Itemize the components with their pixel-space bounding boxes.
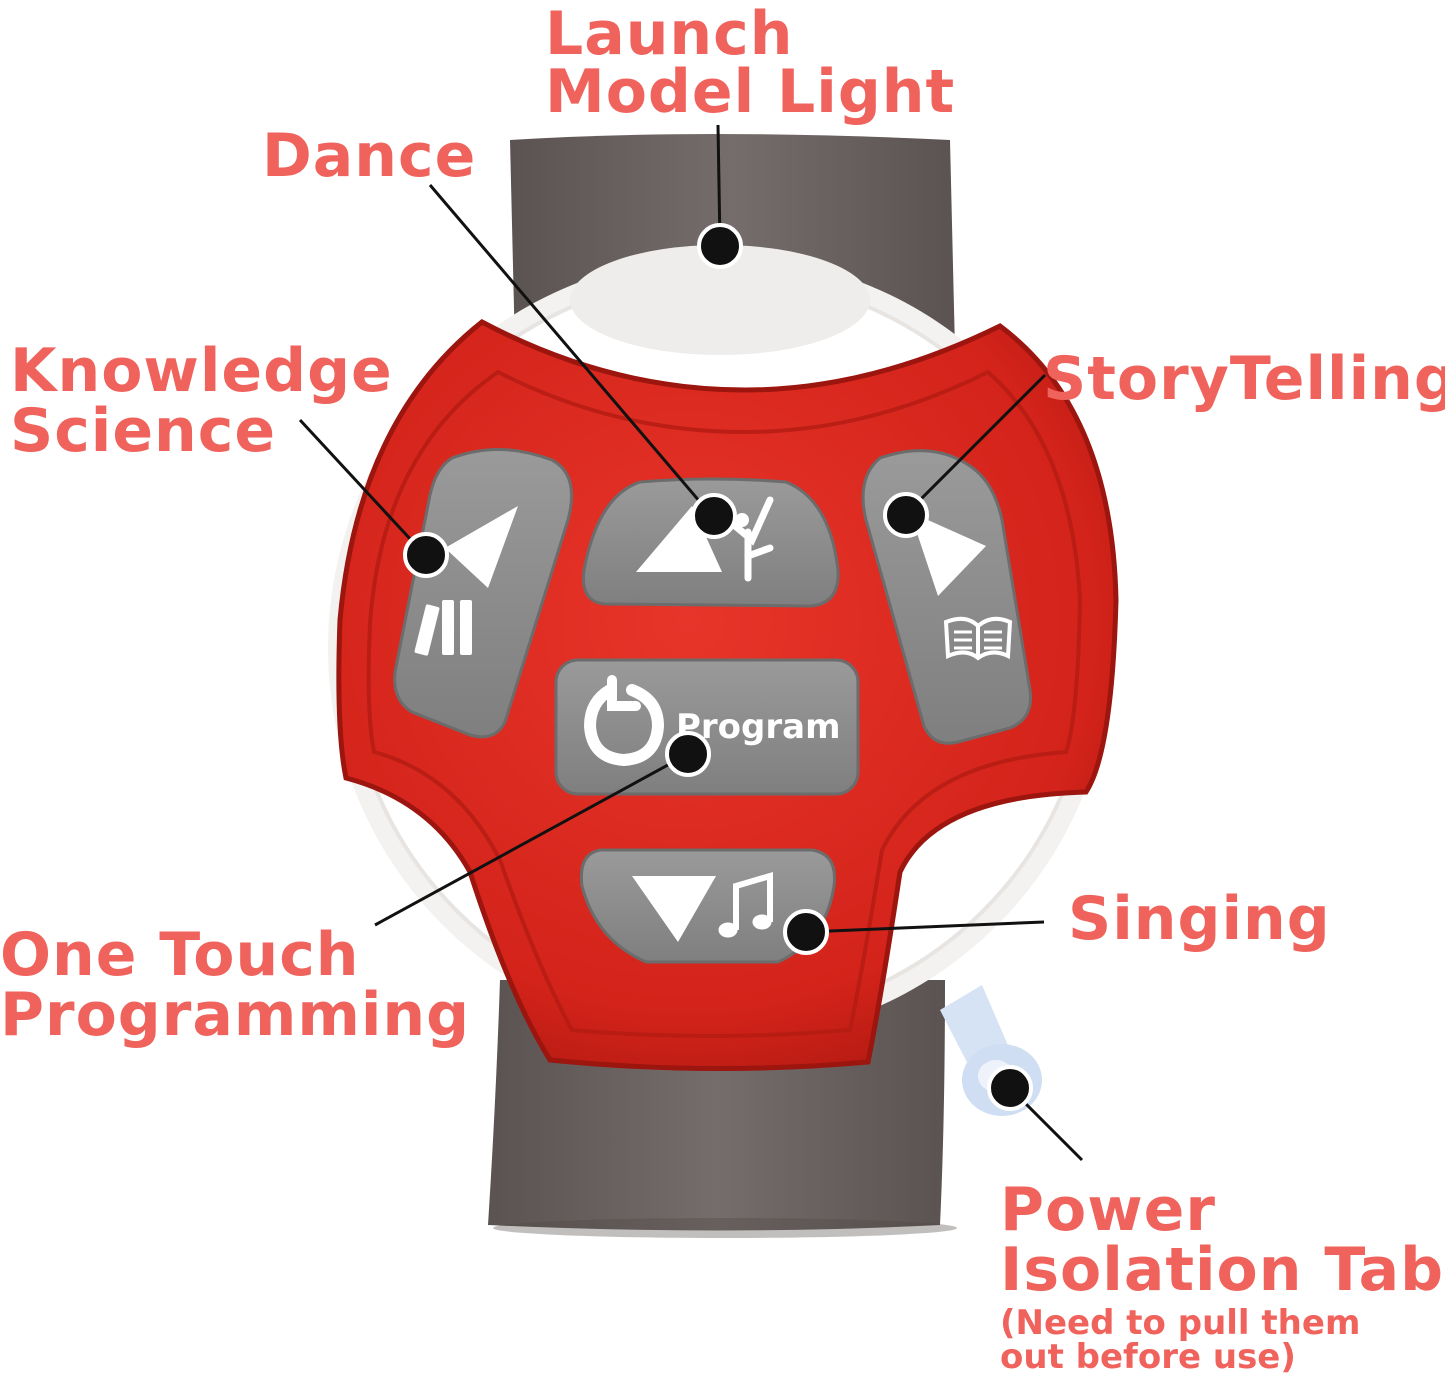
one-touch-programming-label: One Touch Programming: [0, 925, 470, 1045]
knowledge-science-label: Knowledge Science: [10, 341, 393, 461]
note-line: out before use): [1000, 1337, 1296, 1377]
callout-dot-singing: [783, 909, 829, 955]
label-line: Programming: [0, 980, 471, 1050]
note-line: (Need to pull them: [1000, 1303, 1361, 1343]
label-line: StoryTelling: [1043, 344, 1445, 414]
callout-dot-knowledge: [403, 532, 449, 578]
storytelling-label: StoryTelling: [1043, 349, 1445, 409]
dance-label: Dance: [262, 126, 476, 186]
label-line: Power: [1000, 1175, 1216, 1245]
dance-button[interactable]: [581, 477, 840, 608]
callout-dot-power: [987, 1065, 1033, 1111]
callout-dot-launch: [697, 223, 743, 269]
label-line: Isolation Tabs: [1000, 1235, 1445, 1305]
callout-dots: [403, 223, 1033, 1111]
callout-dot-program: [665, 731, 711, 777]
label-line: Singing: [1068, 884, 1331, 954]
callout-line-singing: [805, 920, 1045, 934]
knowledge-science-button[interactable]: [393, 447, 574, 739]
dancer-icon: [724, 496, 774, 582]
open-book-icon: [943, 616, 1013, 661]
callout-dot-dance: [691, 493, 737, 539]
callout-line-program: [374, 752, 689, 927]
singing-button[interactable]: [579, 848, 837, 964]
label-line: Model Light: [545, 57, 956, 127]
label-line: Knowledge: [10, 336, 393, 406]
up-triangle-icon: [636, 506, 722, 572]
power-isolation-tabs-label: Power Isolation Tabs (Need to pull them …: [1000, 1180, 1445, 1374]
music-note-icon: [718, 871, 773, 938]
program-button[interactable]: Program: [554, 658, 860, 796]
label-line: Launch: [545, 0, 794, 69]
power-tabs-note: (Need to pull them out before use): [1000, 1306, 1445, 1374]
down-triangle-icon: [632, 876, 716, 942]
books-icon: [414, 600, 472, 656]
launch-model-light-label: Launch Model Light: [545, 4, 955, 122]
label-line: One Touch: [0, 920, 360, 990]
play-triangle-icon: [445, 506, 518, 588]
play-triangle-icon: [910, 512, 986, 596]
label-line: Science: [10, 396, 277, 466]
singing-label: Singing: [1068, 889, 1331, 949]
callout-line-knowledge: [298, 418, 427, 557]
label-line: Dance: [262, 121, 477, 191]
refresh-icon: [583, 675, 665, 767]
callout-line-dance: [428, 184, 714, 517]
callout-line-storytelling: [903, 373, 1047, 517]
callout-dot-storytelling: [883, 492, 929, 538]
